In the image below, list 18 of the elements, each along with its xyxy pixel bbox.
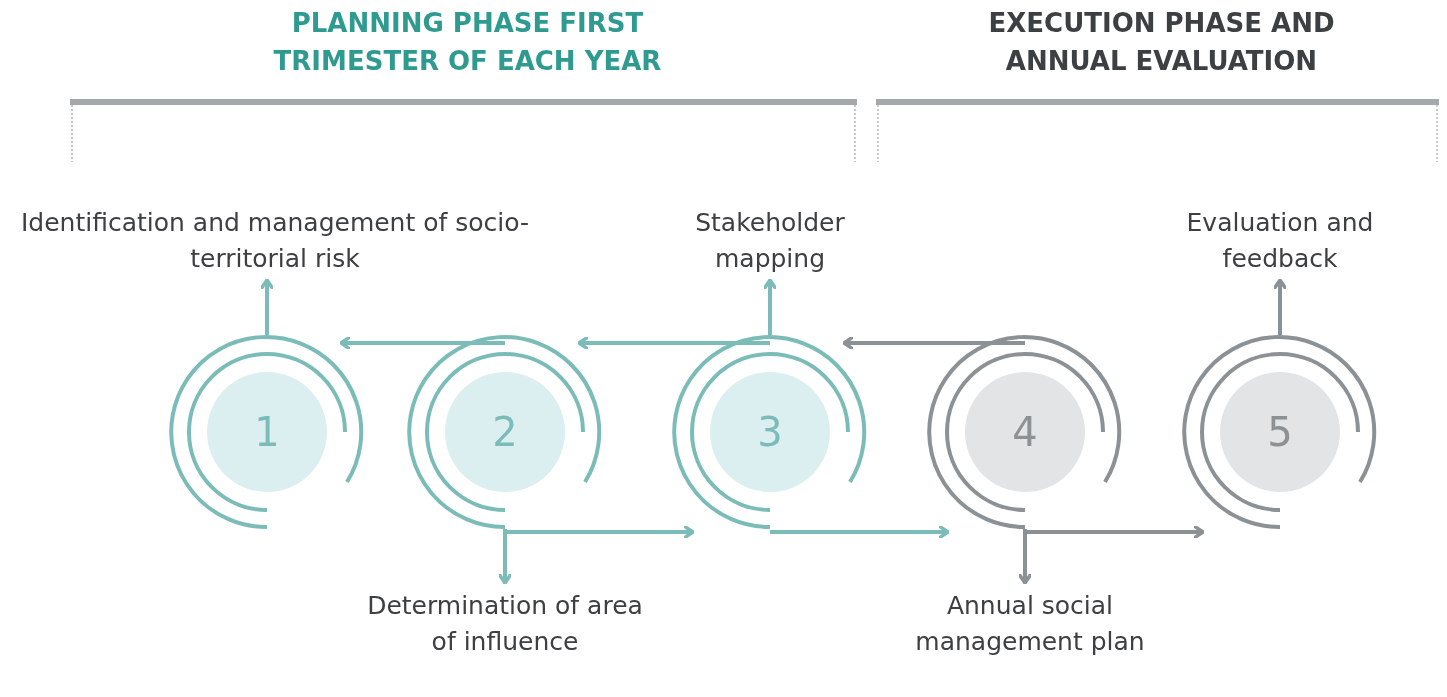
phase-heading: PLANNING PHASE FIRST TRIMESTER OF EACH YEAR [272, 7, 663, 78]
arrow [259, 278, 275, 335]
step-label: Annual social management plan [905, 588, 1155, 660]
arrow [577, 335, 770, 351]
arrow [770, 524, 950, 540]
arrow [842, 335, 1025, 351]
step-label: Stakeholder mapping [660, 205, 880, 277]
arrow [762, 278, 778, 335]
arrow [505, 524, 695, 540]
step-label: Evaluation and feedback [1150, 205, 1410, 277]
arrow [1017, 529, 1033, 585]
phase-heading: EXECUTION PHASE AND ANNUAL EVALUATION [987, 7, 1336, 78]
arrow [1025, 524, 1205, 540]
arrow [339, 335, 505, 351]
step-label: Identification and management of socio-territorial risk [15, 205, 535, 277]
arrow [1272, 278, 1288, 335]
arrow [497, 529, 513, 585]
step-label: Determination of area of influence [360, 588, 650, 660]
